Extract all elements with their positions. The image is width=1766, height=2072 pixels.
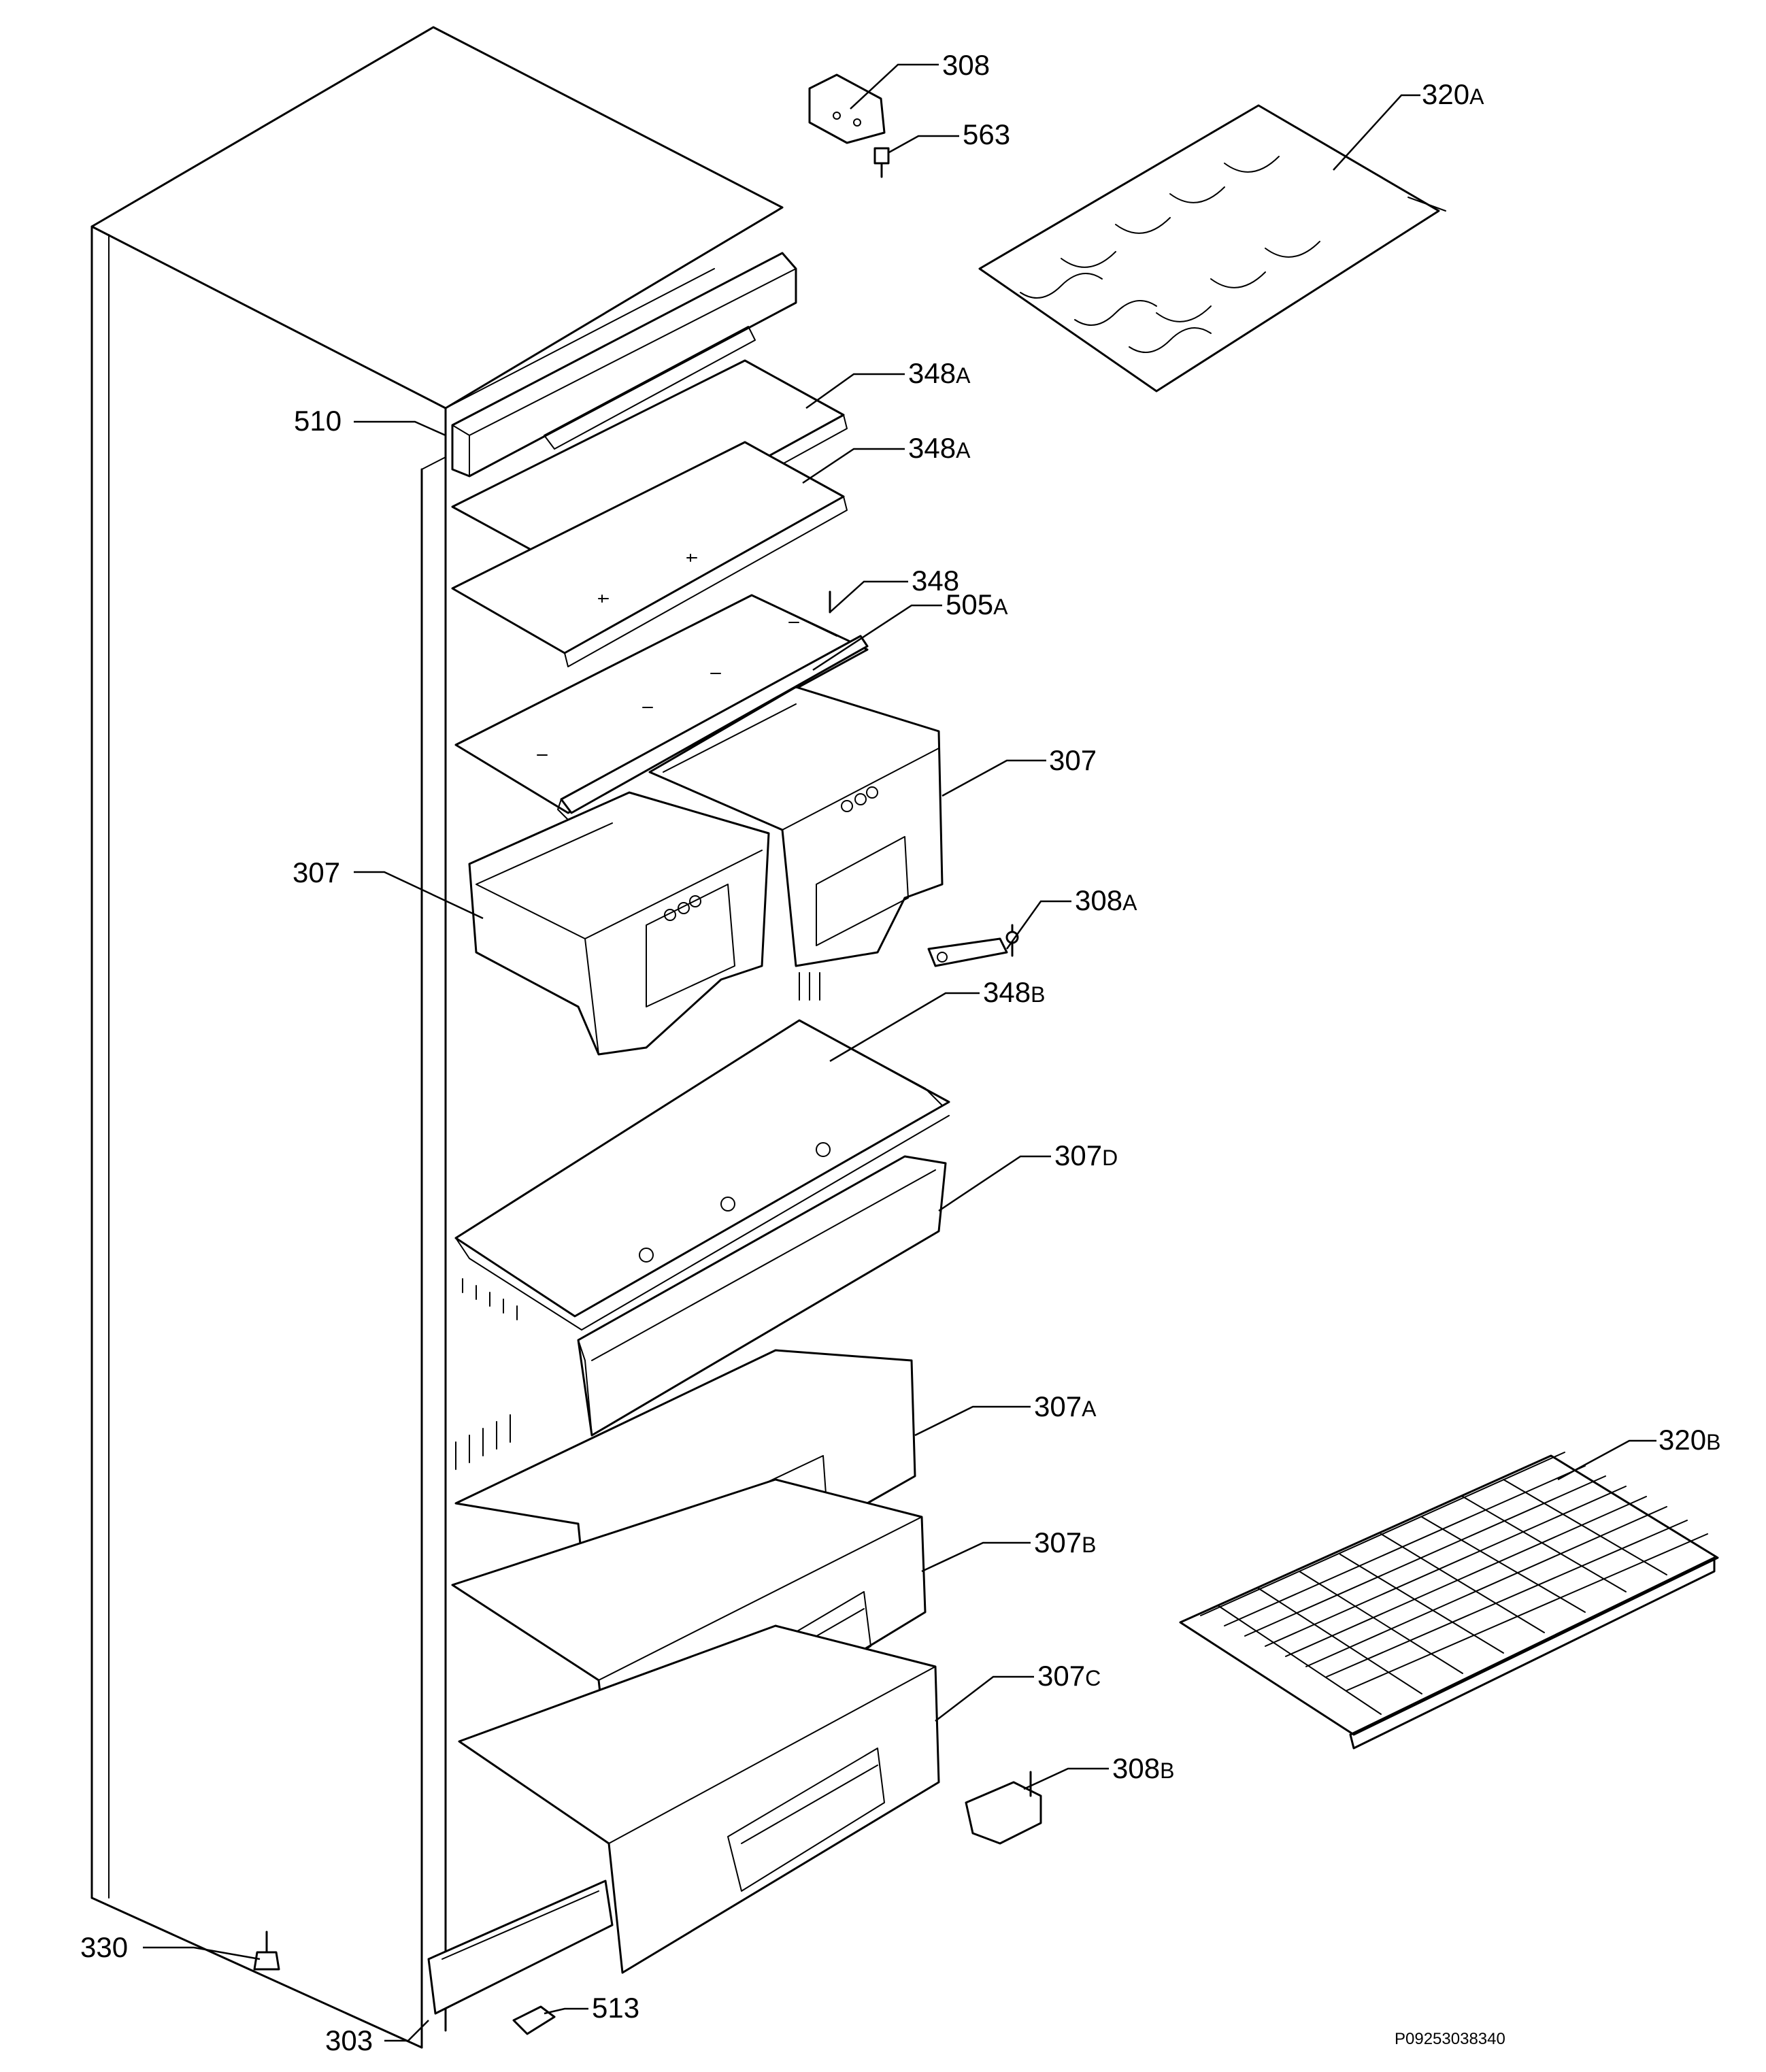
callout-307C: 307C [935, 1660, 1101, 1722]
label-307A: 307A [1034, 1390, 1097, 1422]
callout-307D: 307D [938, 1139, 1118, 1212]
label-505A: 505A [946, 588, 1008, 620]
drawer-307C [458, 1624, 940, 1974]
callout-307B: 307B [921, 1526, 1096, 1573]
hinge-308B [965, 1771, 1042, 1845]
callout-307-right: 307 [942, 744, 1097, 797]
callout-330: 330 [80, 1931, 261, 1963]
label-320A: 320A [1422, 78, 1484, 110]
wire-shelf-320B [1179, 1452, 1719, 1750]
callout-307-left: 307 [293, 856, 484, 920]
callout-308A: 308A [1005, 884, 1137, 950]
glass-shelf-348B [454, 1019, 950, 1331]
callout-320B: 320B [1557, 1424, 1720, 1481]
callout-348B: 348B [829, 976, 1045, 1063]
drawing-code: P09253038340 [1395, 2030, 1505, 2048]
callout-505A: 505A [812, 588, 1008, 671]
screw-563 [873, 147, 890, 178]
label-303: 303 [325, 2024, 373, 2056]
label-307D: 307D [1054, 1139, 1118, 1171]
label-307B: 307B [1034, 1526, 1096, 1558]
label-308: 308 [942, 49, 990, 81]
label-320B: 320B [1659, 1424, 1720, 1456]
label-307-left: 307 [293, 856, 340, 888]
label-348: 348 [912, 565, 959, 597]
label-563: 563 [963, 118, 1010, 150]
label-510: 510 [294, 405, 341, 437]
label-308B: 308B [1112, 1752, 1174, 1784]
adjustable-foot-330 [253, 1931, 280, 1971]
callout-348A-1: 348A [805, 357, 971, 410]
callout-510: 510 [294, 405, 446, 437]
wine-rack-320A [978, 104, 1446, 392]
label-307-right: 307 [1049, 744, 1097, 776]
label-308A: 308A [1075, 884, 1137, 916]
cabinet-body [90, 26, 784, 2049]
callout-308B: 308B [1023, 1752, 1174, 1790]
callout-348: 348 [829, 565, 959, 614]
callout-320A: 320A [1333, 78, 1484, 171]
control-panel-510 [451, 252, 797, 478]
door-bin-307D [462, 1155, 947, 1437]
hinge-308A [927, 924, 1019, 967]
label-307C: 307C [1037, 1660, 1101, 1692]
callout-303: 303 [325, 2020, 429, 2056]
bin-307-right [648, 686, 944, 1001]
hinge-308 [808, 73, 886, 144]
bin-307-left [468, 791, 770, 1056]
label-330: 330 [80, 1931, 128, 1963]
callout-348A-2: 348A [802, 432, 971, 484]
label-348A-2: 348A [908, 432, 971, 464]
label-513: 513 [592, 1992, 639, 2024]
clip-513 [512, 2005, 556, 2035]
glass-shelf-348 [454, 594, 869, 814]
callout-308: 308 [850, 49, 990, 110]
label-348A-1: 348A [908, 357, 971, 389]
shelf-trim-505A [557, 635, 869, 820]
callout-563: 563 [887, 118, 1010, 154]
glass-shelf-348A-lower [451, 441, 848, 681]
kickplate-303 [427, 1879, 614, 2015]
label-348B: 348B [983, 976, 1045, 1008]
callout-307A: 307A [914, 1390, 1097, 1437]
callout-513: 513 [544, 1992, 639, 2024]
